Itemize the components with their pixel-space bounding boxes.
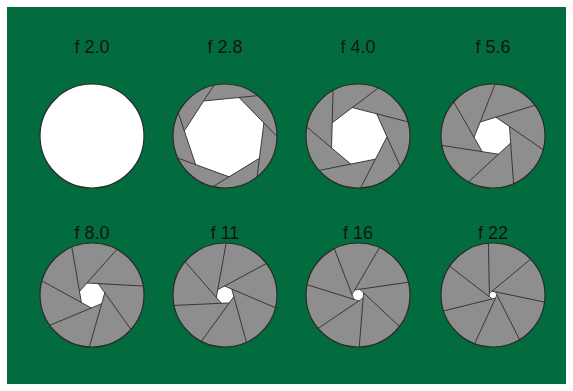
blade-edge [213, 158, 259, 186]
aperture-illustration [304, 241, 412, 349]
lens-rim [306, 243, 410, 347]
blade-edge [332, 88, 378, 123]
aperture-illustration [439, 241, 547, 349]
f-stop-label: f 22 [431, 221, 555, 245]
blade-edge [444, 298, 496, 311]
blade-edge [50, 304, 102, 326]
f-stop-label: f 16 [296, 221, 420, 245]
f-stop-label: f 2.0 [30, 35, 154, 59]
blade-edge [72, 247, 82, 302]
aperture-diagram: f 4.0 [296, 35, 420, 190]
blade-edge [361, 137, 387, 188]
blade-edge [42, 281, 91, 308]
blade-edge [352, 248, 379, 295]
blade-edge [480, 105, 535, 122]
blade-edge [204, 96, 258, 101]
blade-edge [377, 114, 401, 166]
aperture-opening [332, 108, 387, 165]
blade-disc [173, 84, 277, 188]
blade-edge [232, 289, 247, 342]
blade-edge [450, 266, 493, 299]
blade-edge [475, 295, 497, 344]
blade-edge [360, 289, 400, 326]
blade-edge [488, 243, 490, 297]
f-stop-label: f 2.8 [163, 35, 287, 59]
lens-rim [441, 243, 545, 347]
aperture-diagram: f 16 [296, 221, 420, 349]
blade-edge [352, 108, 408, 122]
aperture-diagram: f 5.6 [431, 35, 555, 190]
aperture-illustration [304, 82, 412, 190]
aperture-illustration [38, 82, 146, 190]
lens-rim [306, 84, 410, 188]
blade-edge [178, 158, 229, 177]
blade-disc [441, 243, 545, 347]
f-stop-label: f 4.0 [296, 35, 420, 59]
aperture-diagram: f 8.0 [30, 221, 154, 349]
blade-edge [489, 259, 530, 293]
blade-edge [307, 127, 351, 164]
aperture-diagram: f 11 [163, 221, 287, 349]
blade-disc [441, 84, 545, 188]
green-panel [7, 7, 566, 384]
blade-disc [40, 243, 144, 347]
aperture-diagram: f 2.0 [30, 35, 154, 190]
blade-edge [442, 145, 499, 154]
blade-edge [509, 127, 513, 184]
blade-disc [306, 84, 410, 188]
lens-rim [173, 243, 277, 347]
blade-edge [332, 90, 334, 148]
blade-edge [355, 282, 409, 290]
blade-edge [318, 298, 363, 328]
blade-edge [178, 113, 195, 165]
blade-edge [239, 97, 277, 136]
blade-edge [184, 85, 214, 131]
aperture-illustration [439, 82, 547, 190]
blade-edge [257, 123, 264, 177]
blade-edge [334, 249, 354, 300]
open-aperture [40, 84, 144, 188]
blade-edge [495, 292, 519, 340]
blade-edge [98, 284, 131, 330]
blade-edge [359, 293, 363, 347]
aperture-diagram: f 2.8 [163, 35, 287, 190]
lens-rim [40, 243, 144, 347]
blade-edge [79, 249, 116, 291]
blade-edge [87, 283, 143, 286]
aperture-illustration [38, 241, 146, 349]
blade-disc [306, 243, 410, 347]
lens-rim [441, 84, 545, 188]
aperture-illustration [171, 241, 279, 349]
blade-edge [496, 117, 543, 149]
lens-rim [173, 84, 277, 188]
aperture-diagram: f 22 [431, 221, 555, 349]
blade-edge [474, 84, 495, 137]
f-stop-label: f 11 [163, 221, 287, 245]
aperture-illustration [171, 82, 279, 190]
f-stop-label: f 8.0 [30, 221, 154, 245]
blade-edge [89, 293, 104, 347]
blade-edge [469, 143, 511, 182]
f-stop-label: f 5.6 [431, 35, 555, 59]
blade-disc [173, 243, 277, 347]
